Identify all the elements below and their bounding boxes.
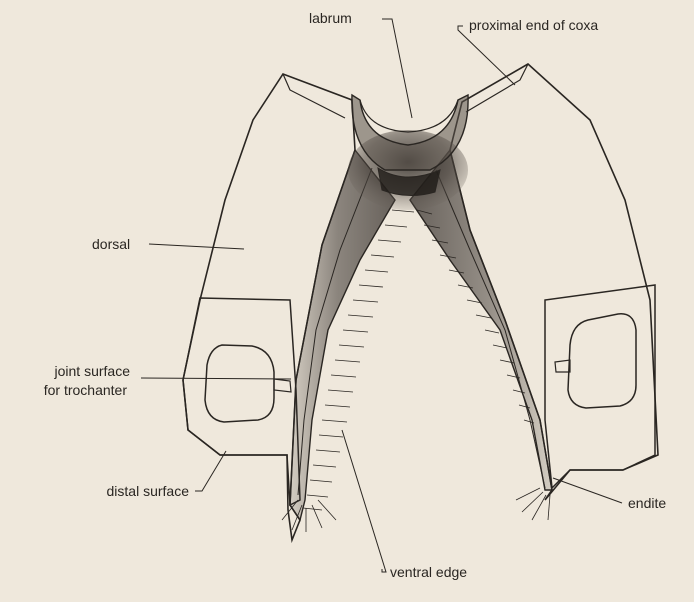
left-condyle: [274, 379, 291, 392]
label-ventral-edge: ventral edge: [390, 564, 467, 580]
right-dorsal-crease: [466, 64, 528, 112]
left-ventral-band: [290, 150, 395, 520]
leader-endite: [553, 478, 622, 503]
label-labrum: labrum: [309, 10, 352, 26]
endite-bristles: [282, 488, 550, 532]
label-dorsal: dorsal: [92, 236, 130, 252]
leader-proximal: [458, 26, 515, 85]
leader-dorsal: [149, 244, 244, 249]
label-endite: endite: [628, 495, 666, 511]
label-distal-surface: distal surface: [107, 483, 190, 499]
leader-joint: [141, 378, 291, 379]
right-distal-plate: [545, 285, 655, 488]
label-proximal-end: proximal end of coxa: [469, 17, 598, 33]
leader-distal: [195, 451, 226, 491]
right-joint-surface: [568, 314, 636, 408]
label-joint-surface-1: joint surface: [54, 363, 131, 379]
label-joint-surface-2: for trochanter: [44, 382, 128, 398]
right-condyle: [555, 360, 570, 372]
leader-ventral: [342, 430, 386, 572]
left-dorsal-crease: [283, 74, 345, 118]
leader-labrum: [382, 19, 412, 118]
left-joint-surface: [205, 345, 274, 422]
left-distal-plate: [183, 298, 300, 505]
